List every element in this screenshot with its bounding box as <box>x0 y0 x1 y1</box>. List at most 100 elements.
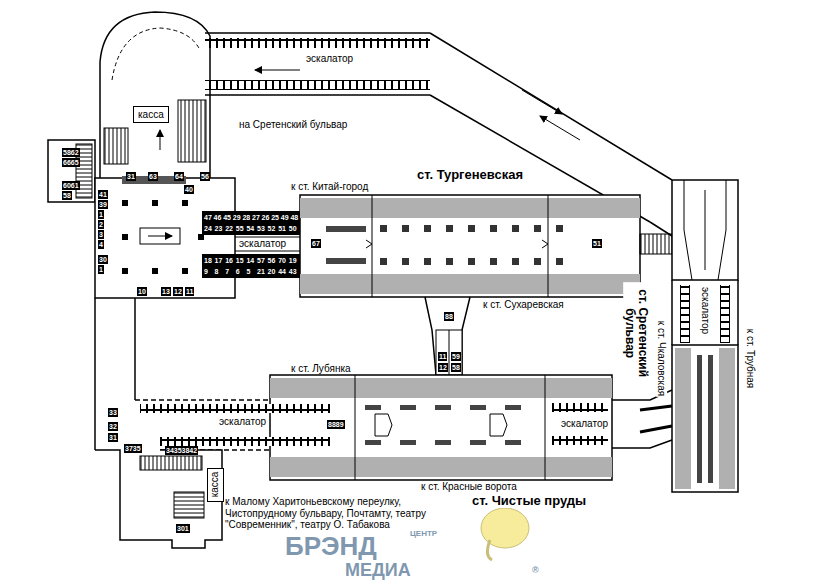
exit-number: 9 <box>203 267 209 276</box>
watermark: ® <box>532 566 539 576</box>
plan-rect <box>424 225 431 232</box>
exit-number: 63 <box>148 172 158 181</box>
exit-number: 43 <box>288 267 298 276</box>
exit-number: 301 <box>176 524 190 533</box>
exit-number: 51 <box>592 239 602 248</box>
exit-number: 16 <box>224 256 234 265</box>
plan-rect <box>152 268 158 274</box>
exit-number: 58 <box>62 191 72 200</box>
plan-line <box>94 298 96 450</box>
plan-rect <box>270 378 612 398</box>
exit-number: 30 <box>98 255 108 264</box>
station-name: ст. Чистые пруды <box>470 494 588 508</box>
plan-path <box>684 180 726 280</box>
plan-rect <box>380 225 387 232</box>
destination-note: к Малому Харитоньевскому переулку, Чисто… <box>225 496 465 531</box>
plan-rect <box>512 258 519 265</box>
plan-rect <box>490 225 497 232</box>
exit-number: 56 <box>267 256 277 265</box>
exit-number: 52 <box>267 224 277 233</box>
exit-number: 46 <box>213 213 223 222</box>
plan-path <box>375 414 392 436</box>
exit-number: 21 <box>256 267 266 276</box>
exit-number: 70 <box>277 256 287 265</box>
place-label: эскалатор <box>218 416 267 427</box>
ticket-office-label: касса <box>209 472 220 498</box>
plan-line <box>372 195 373 297</box>
exit-number: 27 <box>251 213 261 222</box>
exit-number: 22 <box>224 224 234 233</box>
plan-rect <box>470 440 486 445</box>
exit-number: 47 <box>203 213 213 222</box>
plan-rect <box>424 258 431 265</box>
plan-path <box>100 12 210 100</box>
exit-number: 39 <box>98 200 108 209</box>
place-label: к ст. Сухаревская <box>482 299 565 310</box>
plan-rect <box>400 405 416 410</box>
exit-number: 10 <box>137 287 147 296</box>
exit-number: 57 <box>256 256 266 265</box>
exit-number: 8889 <box>327 420 345 429</box>
plan-rect <box>446 225 453 232</box>
plan-rect <box>468 258 475 265</box>
exit-number: 44 <box>277 267 287 276</box>
plan-path <box>112 28 200 80</box>
exit-number: 25 <box>270 213 280 222</box>
plan-rect <box>719 348 735 489</box>
ticket-office-box: касса <box>207 468 224 502</box>
place-label: эскалатор <box>238 238 287 249</box>
exit-number: 53 <box>256 224 266 233</box>
exit-number: 5862 <box>62 148 80 157</box>
watermark: БРЭНД <box>285 532 377 561</box>
plan-rect <box>205 38 430 48</box>
plan-rect <box>402 225 409 232</box>
plan-rect <box>435 440 451 445</box>
plan-rect <box>436 330 462 375</box>
plan-rect <box>300 195 640 297</box>
exit-number: 12 <box>438 363 448 372</box>
exit-number: 45 <box>222 213 232 222</box>
plan-rect <box>178 100 206 162</box>
plan-rect <box>435 405 451 410</box>
ticket-office-label: касса <box>138 109 164 120</box>
plan-rect <box>400 440 416 445</box>
plan-rect <box>270 457 612 477</box>
exit-number: 11 <box>185 287 194 296</box>
exit-number: 1 <box>98 265 104 274</box>
exit-number: 8 <box>214 267 220 276</box>
plan-line <box>255 70 300 71</box>
exit-number: 34353842 <box>165 446 198 455</box>
plan-rect <box>326 258 366 264</box>
plan-line <box>205 32 430 34</box>
plan-line <box>160 130 161 150</box>
plan-path <box>425 297 470 375</box>
plan-rect <box>365 405 381 410</box>
plan-line <box>134 298 136 400</box>
plan-rect <box>140 456 202 470</box>
plan-rect <box>202 211 300 235</box>
exit-number: 48 <box>289 213 299 222</box>
plan-g <box>365 405 521 445</box>
plan-rect <box>534 225 541 232</box>
direction-label: к ст. Трубная <box>745 327 756 389</box>
plan-rect <box>672 345 738 492</box>
plan-rect <box>202 254 300 278</box>
plan-rect <box>160 437 330 446</box>
plan-line <box>540 116 580 140</box>
exit-number: 17 <box>214 256 224 265</box>
plan-line <box>99 100 101 178</box>
plan-rect <box>468 225 475 232</box>
direction-label: эскалатор <box>700 285 711 334</box>
plan-rect <box>104 128 128 164</box>
exit-number: 3 <box>98 230 104 239</box>
plan-rect <box>680 285 690 343</box>
plan-rect <box>720 285 730 343</box>
plan-path <box>640 406 672 432</box>
plan-line <box>430 33 672 180</box>
exit-number: 50 <box>288 224 298 233</box>
plan-line <box>671 280 673 345</box>
exit-number: 29 <box>232 213 242 222</box>
direction-label: ст. Сретенский бульвар <box>623 282 649 384</box>
plan-rect <box>122 234 128 240</box>
plan-path <box>487 540 492 560</box>
